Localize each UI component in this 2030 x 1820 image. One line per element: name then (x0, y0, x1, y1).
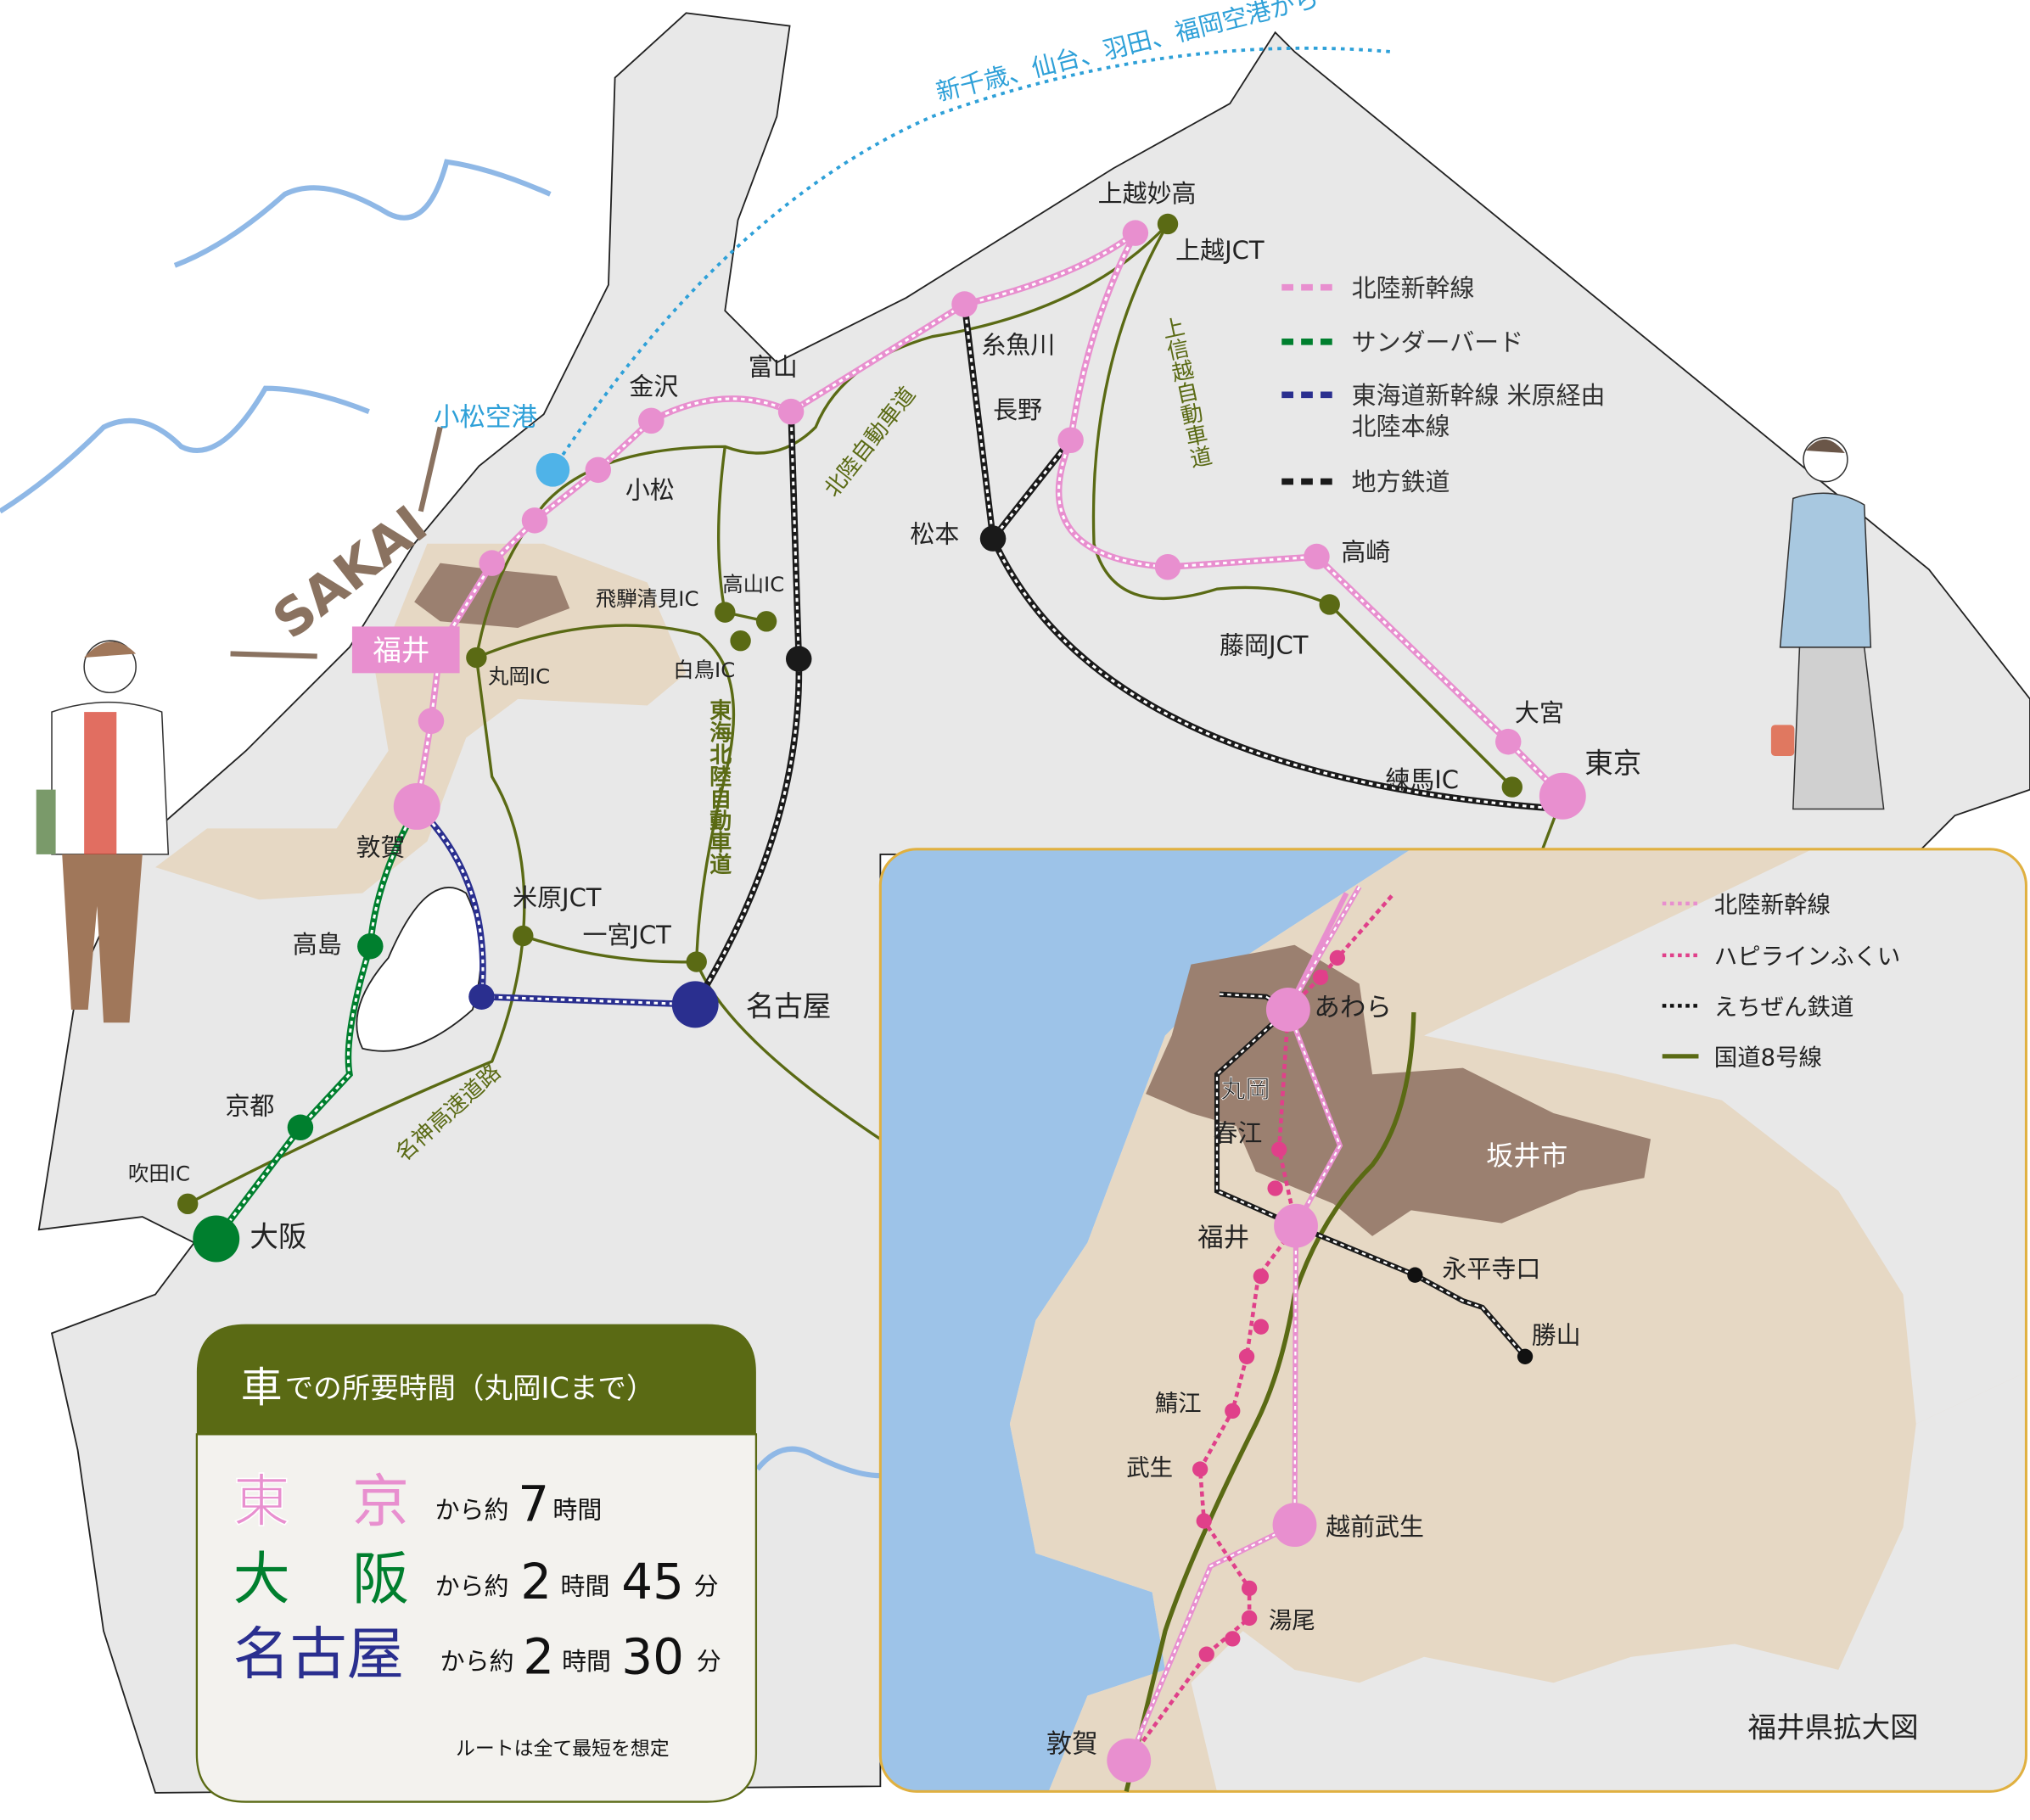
legend-local: 地方鉄道 (1352, 468, 1450, 496)
inset-label-maruoka: 丸岡 (1221, 1075, 1270, 1104)
time-box-note: ルートは全て最短を想定 (456, 1739, 670, 1761)
inset-label-eiheijiguchi: 永平寺口 (1442, 1255, 1540, 1284)
legend-shinkansen: 北陸新幹線 (1352, 273, 1475, 302)
label-nagano: 長野 (993, 395, 1042, 424)
map-nodes (177, 213, 1586, 1263)
tokaido-shinkansen (414, 804, 696, 1008)
inset-legend-shinkansen: 北陸新幹線 (1714, 893, 1831, 919)
label-shirotori-ic: 白鳥IC (673, 658, 735, 682)
label-hida-kiyomi-ic: 飛騨清見IC (596, 586, 699, 611)
label-itoigawa: 糸魚川 (981, 331, 1055, 360)
label-tokyo: 東京 (1584, 747, 1641, 780)
travel-time-box: 車 での所要時間（丸岡ICまで） 東 京 から約 7 時間 大 阪 から約 2 … (195, 1324, 758, 1803)
label-komatsu: 小松 (625, 475, 675, 504)
city-osaka-b: 阪 (352, 1546, 409, 1612)
label-joetsu-jct: 上越JCT (1175, 236, 1265, 265)
city-nagoya: 名古屋 (233, 1621, 404, 1688)
hours-nagoya: 2 (523, 1628, 554, 1686)
inset-label-sakai-city: 坂井市 (1486, 1140, 1567, 1172)
prefix-osaka: から約 (435, 1571, 509, 1600)
label-tokai-hokuriku-expressway: 東海北陸自動車道 (706, 699, 732, 876)
inset-title: 福井県拡大図 (1747, 1711, 1918, 1744)
man-illustration (36, 640, 170, 1023)
label-komatsu-airport: 小松空港 (434, 403, 537, 433)
hours-tokyo: 7 (518, 1476, 549, 1533)
inset-legend-echizen-railway: えちぜん鉄道 (1714, 994, 1854, 1021)
minutes-unit-nagoya: 分 (697, 1647, 721, 1676)
inset-label-echizen-takefu: 越前武生 (1326, 1512, 1424, 1541)
label-matsumoto: 松本 (910, 519, 959, 548)
legend-tokaido: 東海道新幹線 米原経由 (1352, 381, 1606, 410)
city-tokyo-b: 京 (352, 1469, 409, 1535)
inset-legend-route8: 国道8号線 (1714, 1045, 1822, 1072)
label-tsuruga: 敦賀 (356, 832, 406, 861)
flight-route (551, 46, 1393, 471)
prefix-tokyo: から約 (435, 1495, 509, 1524)
label-maruoka-ic: 丸岡IC (488, 664, 550, 689)
time-box-title: での所要時間（丸岡ICまで） (285, 1372, 655, 1405)
inset-label-tsuruga: 敦賀 (1046, 1730, 1098, 1760)
inset-label-fukui: 福井 (1197, 1224, 1249, 1253)
city-tokyo-a: 東 (233, 1469, 290, 1535)
label-takashima: 高島 (293, 930, 342, 959)
label-suita-ic: 吹田IC (128, 1161, 190, 1185)
label-nagoya: 名古屋 (746, 990, 832, 1023)
label-maibara-jct: 米原JCT (513, 883, 602, 912)
hours-osaka: 2 (520, 1553, 552, 1610)
label-fujioka-jct: 藤岡JCT (1220, 630, 1309, 659)
inset-label-awara: あわら (1314, 994, 1392, 1023)
hours-unit-nagoya: 時間 (562, 1647, 611, 1676)
label-kanazawa: 金沢 (629, 372, 678, 400)
minutes-unit-osaka: 分 (694, 1571, 719, 1600)
minutes-osaka: 45 (621, 1553, 684, 1610)
label-fukui: 福井 (373, 634, 429, 667)
label-nerima-ic: 練馬IC (1385, 765, 1459, 794)
time-box-title-big: 車 (241, 1364, 283, 1412)
inset-label-yuno: 湯尾 (1269, 1608, 1315, 1634)
fukui-inset-map: あわら 丸岡 春江 坂井市 福井 永平寺口 勝山 鯖江 武生 越前武生 湯尾 敦… (878, 848, 2027, 1793)
label-joetsumyoko: 上越妙高 (1098, 179, 1197, 208)
label-kyoto: 京都 (225, 1092, 274, 1121)
prefix-nagoya: から約 (440, 1647, 514, 1676)
label-takasaki: 高崎 (1341, 538, 1390, 567)
lake-biwa (356, 886, 482, 1052)
label-toyama: 富山 (749, 352, 798, 381)
inset-label-harue: 春江 (1213, 1119, 1262, 1148)
hours-unit-tokyo: 時間 (552, 1495, 602, 1524)
minutes-nagoya: 30 (621, 1628, 684, 1686)
woman-illustration (1770, 436, 1885, 810)
legend-tokaido-2: 北陸本線 (1352, 412, 1450, 441)
label-osaka: 大阪 (250, 1220, 306, 1253)
hours-unit-osaka: 時間 (561, 1571, 610, 1600)
label-ichinomiya-jct: 一宮JCT (582, 921, 671, 949)
inset-label-sabae: 鯖江 (1155, 1391, 1202, 1417)
label-omiya: 大宮 (1515, 698, 1564, 727)
inset-legend-hapiline: ハピラインふくい (1714, 944, 1900, 971)
local-railways (692, 304, 1563, 1006)
legend-thunderbird: サンダーバード (1352, 328, 1523, 356)
map-legend: 北陸新幹線 サンダーバード 東海道新幹線 米原経由 北陸本線 地方鉄道 (1281, 273, 1606, 496)
sea-waves (0, 159, 881, 1479)
label-takayama-ic: 高山IC (722, 572, 784, 596)
inset-label-katsuyama: 勝山 (1532, 1321, 1581, 1350)
inset-label-takefu: 武生 (1126, 1455, 1173, 1481)
city-osaka-a: 大 (233, 1546, 290, 1612)
